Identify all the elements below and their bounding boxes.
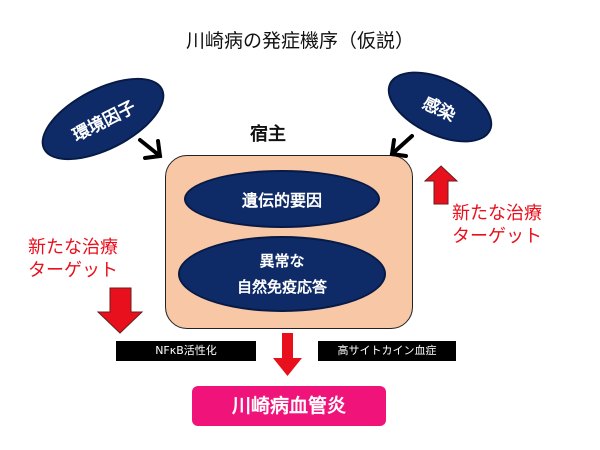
- kawasaki-vasculitis-label: 川崎病血管炎: [231, 395, 346, 417]
- therapy-target-left: 新たな治療 ターゲット: [8, 236, 138, 282]
- host-to-vasculitis-arrow-icon: [273, 333, 302, 376]
- innate-immune-label-line2: 自然免疫応答: [236, 278, 327, 296]
- therapy-target-right-line1: 新たな治療: [452, 203, 542, 224]
- genetic-factor-label: 遺伝的要因: [241, 191, 322, 210]
- genetic-factor-node: 遺伝的要因: [184, 170, 380, 228]
- innate-immune-label-line1: 異常な: [259, 252, 305, 270]
- therapy-down-arrow-icon: [96, 287, 144, 334]
- diagram-title: 川崎病の発症機序（仮説）: [185, 30, 414, 52]
- environment-to-host-arrow-icon: [138, 138, 163, 160]
- infection-to-host-arrow-icon: [389, 134, 414, 158]
- kawasaki-vasculitis-box: 川崎病血管炎: [192, 386, 386, 426]
- host-label: 宿主: [250, 124, 286, 145]
- nfkb-activation-label: NFκB活性化: [155, 344, 217, 357]
- hypercytokinemia-label: 高サイトカイン血症: [337, 344, 437, 357]
- therapy-target-left-line1: 新たな治療: [28, 237, 118, 258]
- therapy-target-right-line2: ターゲット: [452, 226, 542, 247]
- therapy-target-right: 新たな治療 ターゲット: [432, 202, 562, 248]
- nfkb-activation-box: NFκB活性化: [116, 341, 256, 361]
- therapy-target-left-line2: ターゲット: [28, 260, 118, 281]
- therapy-up-arrow-icon: [423, 165, 459, 205]
- innate-immune-node: 異常な 自然免疫応答: [178, 236, 386, 312]
- hypercytokinemia-box: 高サイトカイン血症: [318, 341, 456, 361]
